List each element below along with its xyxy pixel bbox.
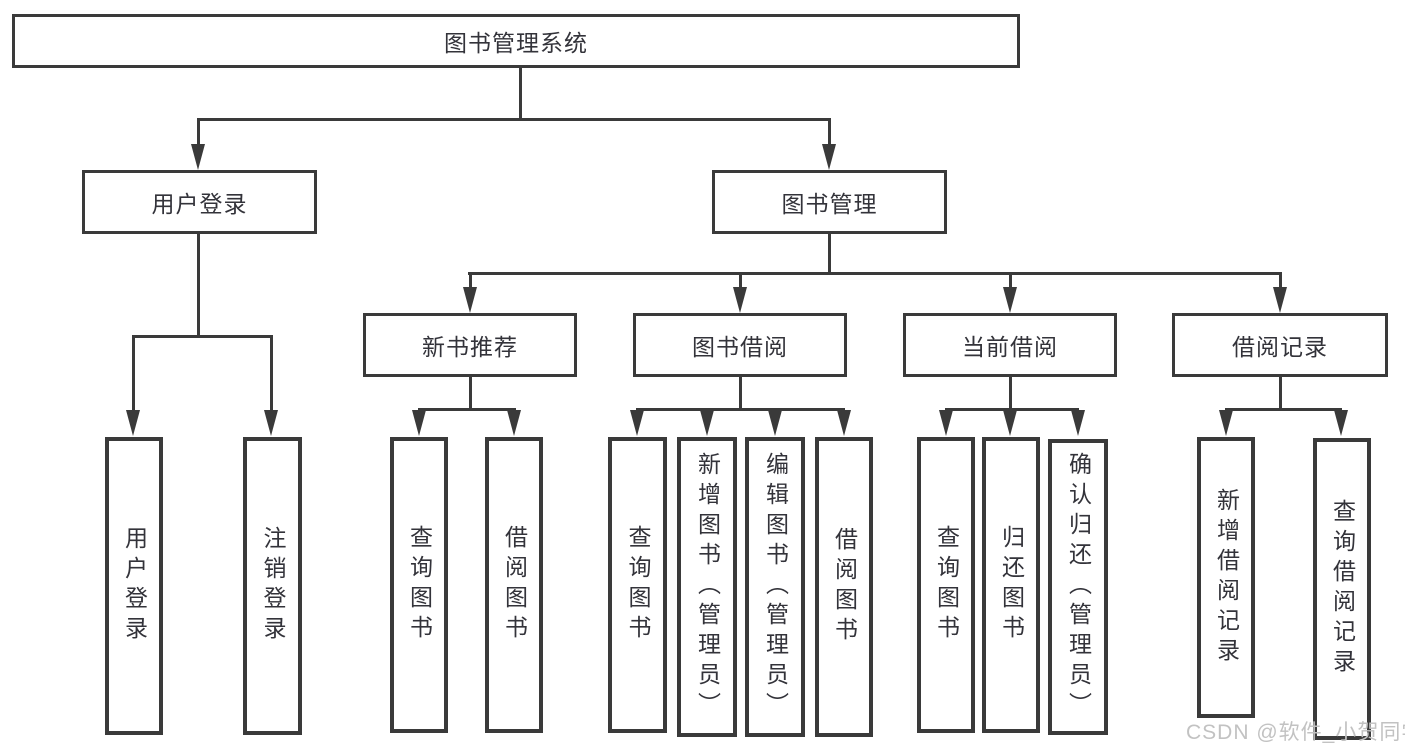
connector-borrow-records-drop <box>1279 272 1282 290</box>
node-leaf-bb-edit-books-admin: 编辑图书（管理员） <box>745 437 805 737</box>
connector-level3-rail <box>468 272 1282 275</box>
connector-nb-stub <box>469 377 472 408</box>
node-leaf-user-login: 用户登录 <box>105 437 163 735</box>
node-leaf-nb-query-books: 查询图书 <box>390 437 448 733</box>
connector-bb-rail <box>636 408 845 411</box>
connector-new-books-drop <box>469 272 472 290</box>
node-leaf-nb-borrow-books: 借阅图书 <box>485 437 543 733</box>
connector-root-stub <box>519 68 522 118</box>
arrowhead-cb-query-icon <box>939 410 953 436</box>
connector-login-leaf-drop <box>132 335 135 412</box>
arrowhead-cb-confirm-icon <box>1071 410 1085 436</box>
arrowhead-user-login-icon <box>191 144 205 170</box>
connector-nb-rail <box>418 408 516 411</box>
node-library-management-system: 图书管理系统 <box>12 14 1020 68</box>
arrowhead-book-mgmt-icon <box>822 144 836 170</box>
csdn-watermark: CSDN @软件_小贺同学 <box>1186 721 1405 744</box>
arrowhead-current-borrow-icon <box>1003 287 1017 313</box>
node-leaf-logout: 注销登录 <box>243 437 302 735</box>
connector-user-login-stub <box>197 234 200 335</box>
arrowhead-bb-borrow-icon <box>837 410 851 436</box>
node-current-borrow: 当前借阅 <box>903 313 1117 377</box>
connector-book-borrow-drop <box>739 272 742 290</box>
arrowhead-login-leaf-icon <box>126 410 140 436</box>
connector-br-rail <box>1225 408 1342 411</box>
arrowhead-bb-query-icon <box>630 410 644 436</box>
arrowhead-bb-edit-icon <box>768 410 782 436</box>
connector-book-mgmt-stub <box>828 234 831 272</box>
arrowhead-new-books-icon <box>463 287 477 313</box>
connector-user-login-drop <box>197 118 200 148</box>
arrowhead-nb-borrow-icon <box>507 410 521 436</box>
arrowhead-bb-add-icon <box>700 410 714 436</box>
node-book-management: 图书管理 <box>712 170 947 234</box>
node-leaf-cb-confirm-return-admin: 确认归还（管理员） <box>1048 439 1108 735</box>
connector-br-stub <box>1279 377 1282 408</box>
connector-cb-rail <box>945 408 1079 411</box>
node-new-book-recommend: 新书推荐 <box>363 313 577 377</box>
connector-current-borrow-drop <box>1009 272 1012 290</box>
arrowhead-cb-return-icon <box>1003 410 1017 436</box>
arrowhead-book-borrow-icon <box>733 287 747 313</box>
arrowhead-nb-query-icon <box>412 410 426 436</box>
arrowhead-borrow-records-icon <box>1273 287 1287 313</box>
connector-bb-stub <box>739 377 742 408</box>
node-leaf-bb-query-books: 查询图书 <box>608 437 667 733</box>
node-leaf-br-query-record: 查询借阅记录 <box>1313 438 1371 740</box>
connector-level2-rail <box>197 118 831 121</box>
connector-user-login-rail <box>132 335 273 338</box>
node-leaf-cb-return-books: 归还图书 <box>982 437 1040 733</box>
arrowhead-br-add-icon <box>1219 410 1233 436</box>
node-leaf-bb-add-books-admin: 新增图书（管理员） <box>677 437 737 737</box>
node-leaf-br-add-record: 新增借阅记录 <box>1197 437 1255 718</box>
node-book-borrow: 图书借阅 <box>633 313 847 377</box>
node-leaf-cb-query-books: 查询图书 <box>917 437 975 733</box>
node-borrow-records: 借阅记录 <box>1172 313 1388 377</box>
node-user-login: 用户登录 <box>82 170 317 234</box>
arrowhead-br-query-icon <box>1334 410 1348 436</box>
connector-logout-leaf-drop <box>270 335 273 412</box>
connector-book-mgmt-drop <box>828 118 831 148</box>
arrowhead-logout-leaf-icon <box>264 410 278 436</box>
node-leaf-bb-borrow-books: 借阅图书 <box>815 437 873 737</box>
connector-cb-stub <box>1009 377 1012 408</box>
